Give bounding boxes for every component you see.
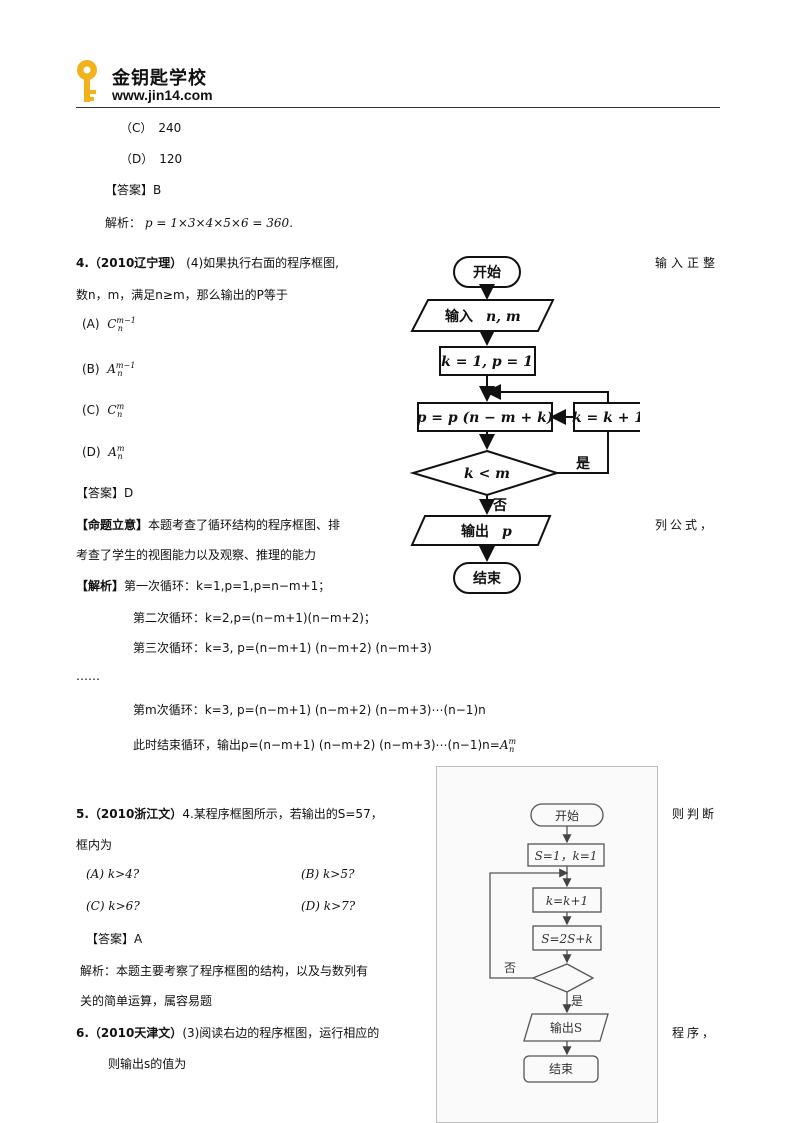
q5-stem-c: 框内为: [76, 838, 113, 852]
q4-solution-line1: 【解析】第一次循环：k=1,p=1,p=n−m+1；: [76, 577, 330, 594]
flow2-start-label: 开始: [555, 809, 579, 823]
q5-option-d: (D) k>7?: [301, 899, 356, 913]
q4-intent-c: 考查了学生的视图能力以及观察、推理的能力: [76, 548, 317, 562]
q6-number-source: 6.（2010天津文）: [76, 1026, 183, 1040]
q4-stem-b: 输入正整: [655, 256, 720, 270]
q4-sol-end: 此时结束循环，输出p=(n−m+1) (n−m+2) (n−m+3)⋯(n−1)…: [133, 736, 517, 755]
logo-text: 金钥匙学校: [112, 68, 207, 89]
flow2-end-shape: [523, 1055, 599, 1083]
q6-stem-a: (3)阅读右边的程序框图，运行相应的: [182, 1026, 380, 1040]
q5-analysis-a: 解析：本题主要考察了程序框图的结构，以及与数列有: [80, 964, 369, 978]
q5-option-c: (C) k>6?: [86, 899, 140, 913]
q4-option-b: (B) Am−1n: [82, 361, 135, 379]
q6-stem-b: 程序，: [672, 1026, 718, 1040]
flow2-update-s-label: S=2S+k: [541, 932, 592, 946]
q4-sol-3: 第三次循环：k=3, p=(n−m+1) (n−m+2) (n−m+3): [133, 641, 432, 655]
q3-option-c: （C） 240: [120, 121, 182, 135]
q4-option-a: (A) Cm−1n: [82, 316, 136, 334]
logo-url: www.jin14.com: [112, 87, 213, 103]
flow1-output-shape: [410, 515, 552, 546]
q4-answer: 【答案】D: [76, 486, 134, 500]
q4-option-c-label: (C): [82, 403, 100, 417]
q4-sol-2: 第二次循环：k=2,p=(n−m+1)(n−m+2)；: [133, 611, 376, 625]
flow1-input-label: 输入: [445, 308, 473, 325]
q4-stem-line1: 4.（2010辽宁理） (4)如果执行右面的程序框图,: [76, 254, 339, 271]
flow2-init-shape: [527, 843, 605, 867]
key-logo-icon: [77, 60, 97, 102]
q4-intent-line1: 【命题立意】本题考查了循环结构的程序框图、排: [76, 516, 340, 533]
flow1-cond-label: k < m: [464, 466, 510, 482]
q4-option-a-base: C: [107, 317, 117, 331]
q4-option-d-base: A: [108, 445, 117, 459]
q4-intent-a: 本题考查了循环结构的程序框图、排: [148, 518, 341, 532]
q4-option-c-base: C: [107, 403, 117, 417]
flow2-no-label: 否: [504, 961, 516, 975]
flow2-init-label: S=1，k=1: [535, 849, 598, 863]
q4-option-d-label: (D): [82, 445, 101, 459]
flow1-output-var: p: [502, 524, 512, 540]
q4-sol-end-base: A: [499, 738, 509, 752]
q4-intent-label: 【命题立意】: [76, 518, 149, 532]
flow2-cond-shape: [531, 963, 595, 993]
q6-stem-c: 则输出s的值为: [108, 1057, 187, 1071]
flow2-update-k-label: k=k+1: [546, 894, 588, 908]
q4-stem-a: (4)如果执行右面的程序框图,: [186, 256, 339, 270]
q3-analysis: 解析： p = 1×3×4×5×6 = 360.: [105, 214, 293, 231]
q3-answer: 【答案】B: [105, 183, 162, 197]
q3-analysis-formula: p = 1×3×4×5×6 = 360.: [144, 216, 294, 230]
flowchart-2: 开始 S=1，k=1 k=k+1 S=2S+k 否 是 输出S 结束: [489, 803, 609, 1083]
q4-option-b-base: A: [107, 362, 116, 376]
flow1-input-vars: n, m: [486, 309, 521, 325]
q3-analysis-prefix: 解析：: [105, 216, 142, 230]
q4-option-a-label: (A): [82, 317, 100, 331]
q5-option-b: (B) k>5?: [301, 867, 355, 881]
flow1-end-label: 结束: [473, 570, 502, 587]
q5-analysis-b: 关的简单运算，属容易题: [80, 994, 213, 1008]
flow1-update-p-label: p = p (n − m + k): [417, 410, 554, 426]
flow1-output-label: 输出: [461, 523, 489, 540]
flow2-yes-label: 是: [571, 994, 583, 1008]
q4-option-d-sup: m: [116, 444, 125, 453]
q5-stem-a: 4.某程序框图所示，若输出的S=57，: [182, 807, 383, 821]
q4-option-b-label: (B): [82, 362, 100, 376]
flow1-no-label: 否: [492, 498, 507, 514]
flow2-output-shape: [523, 1013, 609, 1042]
flowchart-1: 开始 输入 n, m k = 1, p = 1 p = p (n − m + k…: [409, 256, 640, 594]
q4-sol-m: 第m次循环：k=3, p=(n−m+1) (n−m+2) (n−m+3)⋯(n−…: [133, 703, 486, 717]
q4-intent-b: 列公式，: [655, 518, 716, 532]
flow2-end-label: 结束: [549, 1062, 573, 1076]
flow1-yes-label: 是: [576, 456, 591, 472]
q4-option-b-sub: n: [117, 369, 123, 379]
q4-option-c-sub: n: [117, 410, 123, 420]
header-rule: [76, 107, 720, 108]
q6-stem-line1: 6.（2010天津文）(3)阅读右边的程序框图，运行相应的: [76, 1024, 379, 1041]
q4-sol-end-text: 此时结束循环，输出p=(n−m+1) (n−m+2) (n−m+3)⋯(n−1)…: [133, 738, 500, 752]
q4-option-c: (C) Cmn: [82, 402, 125, 420]
flow2-output-label: 输出S: [550, 1020, 582, 1035]
q4-sol-label: 【解析】: [76, 579, 125, 593]
q4-option-a-sub: n: [117, 324, 123, 334]
q5-number-source: 5.（2010浙江文）: [76, 807, 183, 821]
q4-ellipsis: ……: [76, 669, 100, 683]
q4-sol-1: 第一次循环：k=1,p=1,p=n−m+1；: [124, 579, 331, 593]
q4-option-c-sup: m: [116, 402, 125, 411]
flow1-start-label: 开始: [473, 264, 501, 281]
q5-stem-b: 则判断: [672, 807, 718, 821]
q5-stem-line1: 5.（2010浙江文）4.某程序框图所示，若输出的S=57，: [76, 805, 383, 822]
flow1-end-shape: [453, 562, 521, 594]
q4-option-a-sup: m−1: [116, 316, 136, 325]
q5-option-a: (A) k>4?: [86, 867, 140, 881]
flow1-update-k-label: k = k + 1: [572, 410, 640, 426]
q4-number-source: 4.（2010辽宁理）: [76, 256, 183, 270]
q4-option-d: (D) Amn: [82, 444, 125, 462]
q4-option-d-sub: n: [117, 452, 123, 462]
flow1-input-shape: [410, 299, 555, 332]
q4-sol-end-sub: n: [509, 745, 515, 755]
flow1-init-label: k = 1, p = 1: [441, 354, 533, 370]
q4-sol-end-sup: m: [508, 737, 517, 746]
q4-option-b-sup: m−1: [115, 361, 136, 370]
q5-answer: 【答案】A: [86, 932, 143, 946]
q4-stem-c: 数n，m，满足n≥m，那么输出的P等于: [76, 288, 288, 302]
q3-option-d: （D） 120: [120, 152, 183, 166]
